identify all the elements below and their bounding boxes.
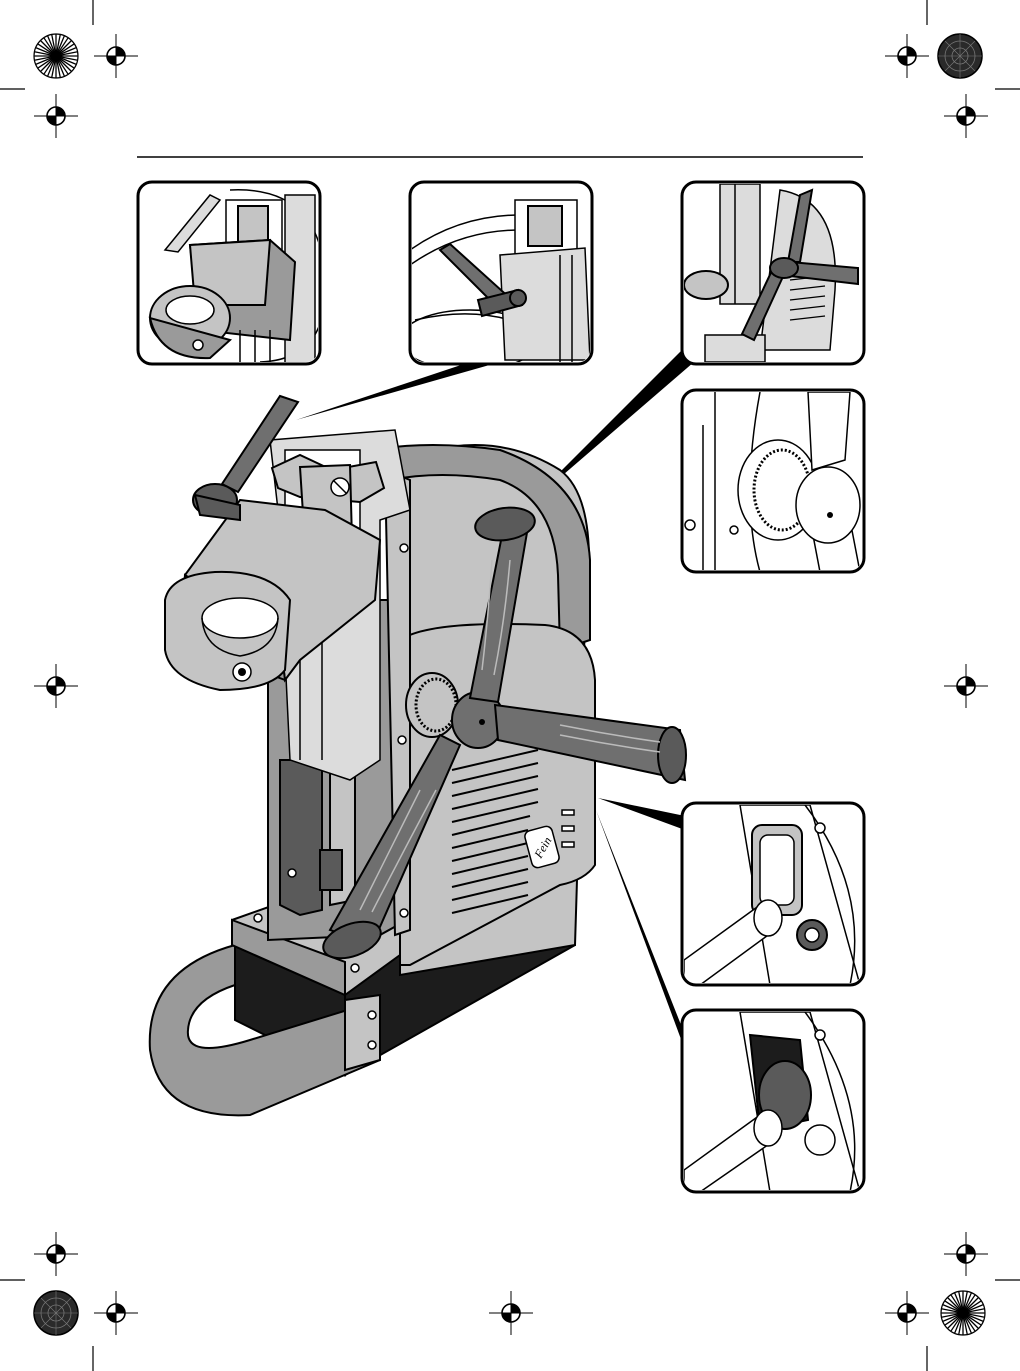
color-wheel-icon [34,1291,78,1335]
registration-crosshair-icon [94,34,138,78]
registration-crosshair-icon [34,94,78,138]
side-vent-dashes [562,810,574,847]
registration-crosshair-icon [944,1232,988,1276]
registration-starburst-icon [34,34,78,78]
column-clamp-detail [138,182,325,370]
color-wheel-icon [938,34,982,78]
registration-crosshair-icon [34,1232,78,1276]
registration-crosshair-icon [34,664,78,708]
registration-crosshair-icon [94,1291,138,1335]
registration-crosshair-icon [885,34,929,78]
drill-stand-illustration: Fein [150,396,686,1115]
registration-starburst-icon [941,1291,985,1335]
registration-crosshair-icon [944,664,988,708]
switch-detail-on [682,1010,864,1192]
registration-crosshair-icon [944,94,988,138]
switch-detail-off [682,803,864,985]
registration-crosshair-icon [489,1291,533,1335]
handwheel-star-detail [682,182,864,364]
handwheel-hub-detail [682,390,864,572]
clamp-lever-detail [400,182,592,370]
registration-crosshair-icon [885,1291,929,1335]
